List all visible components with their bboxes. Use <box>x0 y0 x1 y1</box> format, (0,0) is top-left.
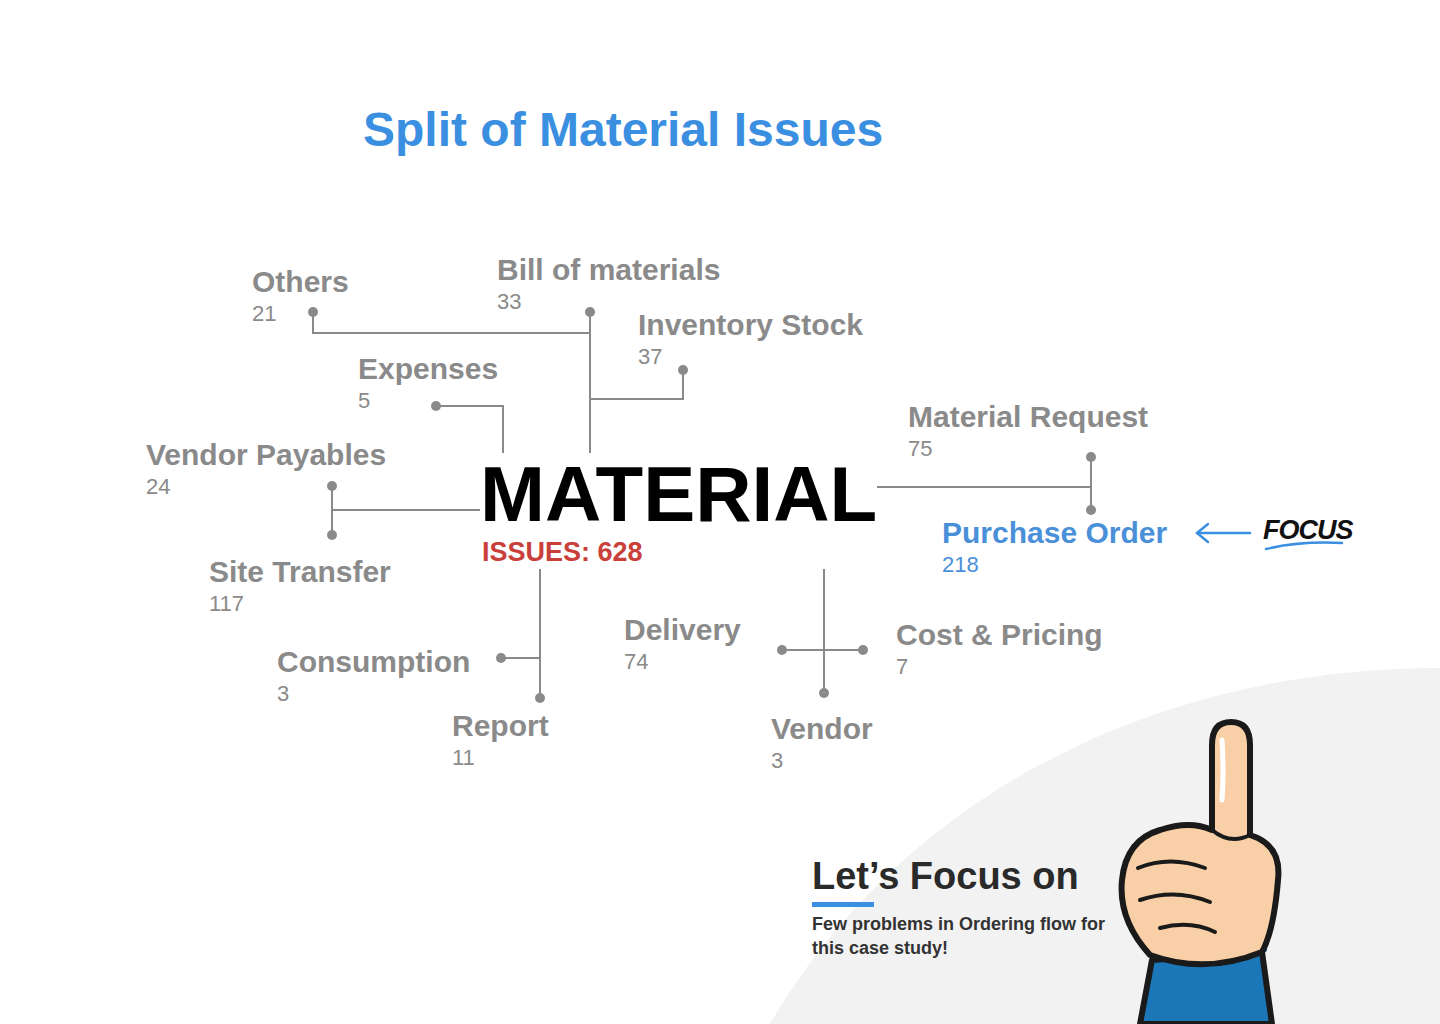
connector-line <box>823 569 825 693</box>
category-name: Expenses <box>358 351 498 387</box>
category-node: Bill of materials33 <box>497 252 720 316</box>
issue-count: 5 <box>358 387 498 415</box>
connector-line <box>436 406 503 453</box>
issue-count: 11 <box>452 744 549 772</box>
connector-line <box>501 569 540 658</box>
category-node: Vendor Payables24 <box>146 437 386 501</box>
issue-count: 3 <box>771 747 873 775</box>
issue-count: 37 <box>638 343 863 371</box>
connector-dot <box>858 645 868 655</box>
connector-line <box>782 569 824 650</box>
connector <box>777 569 824 655</box>
issue-count: 218 <box>942 551 1167 579</box>
category-name: Vendor Payables <box>146 437 386 473</box>
category-name: Bill of materials <box>497 252 720 288</box>
grey-blob <box>770 668 1440 1024</box>
connector-line <box>539 569 541 698</box>
category-name: Purchase Order <box>942 515 1167 551</box>
issue-count: 74 <box>624 648 741 676</box>
connector-line <box>332 486 480 510</box>
connector <box>308 307 590 453</box>
category-node: Consumption3 <box>277 644 470 708</box>
issue-count: 24 <box>146 473 386 501</box>
section-heading: Let’s Focus on <box>812 855 1079 898</box>
connector-dot <box>777 645 787 655</box>
category-node: Cost & Pricing7 <box>896 617 1103 681</box>
connector <box>819 569 829 698</box>
connector <box>877 487 1096 515</box>
issue-count: 117 <box>209 590 391 618</box>
category-node: Inventory Stock37 <box>638 307 863 371</box>
category-name: Delivery <box>624 612 741 648</box>
connector-dot <box>327 530 337 540</box>
focus-tag: FOCUS <box>1263 515 1353 546</box>
issue-count: 7 <box>896 653 1103 681</box>
category-node: Delivery74 <box>624 612 741 676</box>
connector <box>590 365 688 453</box>
category-node: Expenses5 <box>358 351 498 415</box>
hand-illustration <box>1122 722 1279 1024</box>
connector <box>824 569 868 655</box>
category-name: Vendor <box>771 711 873 747</box>
connector-line <box>824 569 863 650</box>
category-node: Others21 <box>252 264 349 328</box>
category-name: Site Transfer <box>209 554 391 590</box>
connector <box>327 510 480 540</box>
connector-dot <box>585 307 595 317</box>
diagram-title: Split of Material Issues <box>363 102 883 157</box>
connector-dot <box>678 365 688 375</box>
category-node: Material Request75 <box>908 399 1148 463</box>
connector-dot <box>327 481 337 491</box>
issue-count: 3 <box>277 680 470 708</box>
connector-line <box>590 370 683 453</box>
category-name: Cost & Pricing <box>896 617 1103 653</box>
issue-count: 75 <box>908 435 1148 463</box>
connector-dot <box>819 688 829 698</box>
connector-line <box>877 457 1091 487</box>
issue-total: ISSUES: 628 <box>482 535 877 569</box>
category-node: Purchase Order218 <box>942 515 1167 579</box>
central-topic: MATERIALISSUES: 628 <box>480 453 877 569</box>
connector <box>496 569 540 663</box>
connector <box>327 481 480 510</box>
connector-line <box>877 487 1091 510</box>
section-note: Few problems in Ordering flow for this c… <box>812 912 1112 960</box>
connector-line <box>332 510 480 535</box>
connector-dot <box>535 693 545 703</box>
central-title: MATERIAL <box>480 453 877 535</box>
category-name: Consumption <box>277 644 470 680</box>
category-name: Inventory Stock <box>638 307 863 343</box>
category-node: Vendor3 <box>771 711 873 775</box>
accent-bar <box>812 902 874 907</box>
connector <box>431 401 503 453</box>
connector-dot <box>308 307 318 317</box>
connector-dot <box>1086 505 1096 515</box>
connector-line <box>313 312 590 453</box>
category-name: Report <box>452 708 549 744</box>
category-name: Material Request <box>908 399 1148 435</box>
connector-dot <box>1086 452 1096 462</box>
category-name: Others <box>252 264 349 300</box>
focus-arrow <box>1197 524 1250 542</box>
category-node: Report11 <box>452 708 549 772</box>
connector-dot <box>496 653 506 663</box>
connector-dot <box>431 401 441 411</box>
issue-count: 21 <box>252 300 349 328</box>
connector <box>535 569 545 703</box>
category-node: Site Transfer117 <box>209 554 391 618</box>
